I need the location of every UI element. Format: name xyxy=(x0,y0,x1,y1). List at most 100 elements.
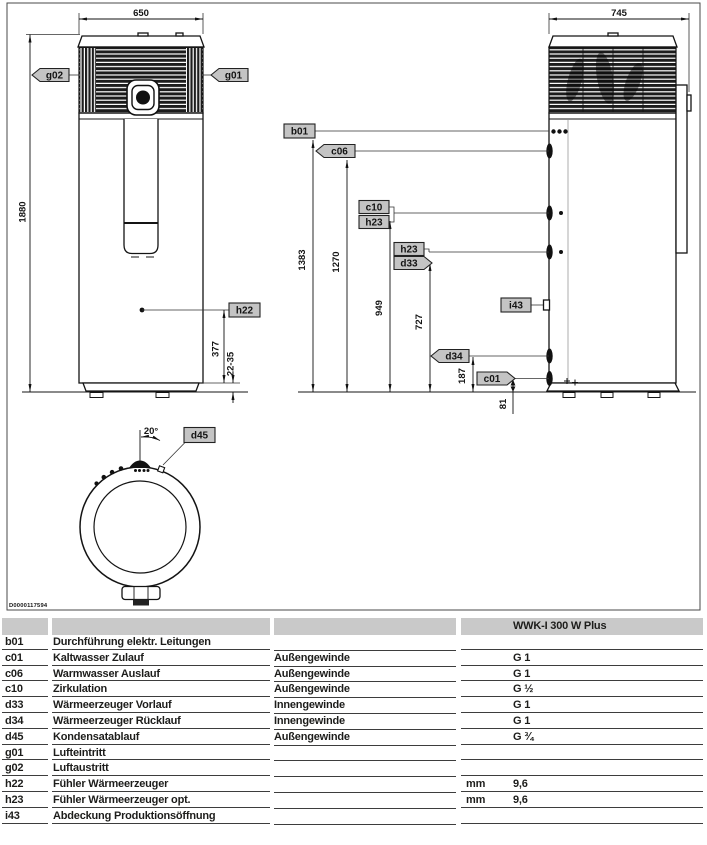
row-thread: Außengewinde xyxy=(274,730,456,746)
row-id: g01 xyxy=(2,746,48,761)
dim-angle: 20° xyxy=(144,426,159,437)
side-lid xyxy=(548,35,678,48)
dim-949: 949 xyxy=(374,300,385,316)
row-thread: Innengewinde xyxy=(274,698,456,714)
front-dimensions: 650 1880 377 22-35 xyxy=(18,8,240,403)
dimension-drawing: 650 1880 377 22-35 g02 g01 h22 xyxy=(6,2,701,611)
callout-c01-flag xyxy=(476,371,516,386)
table-row: g01 Lufteintritt xyxy=(2,746,703,762)
callout-h22-box xyxy=(228,302,261,318)
dim-187: 187 xyxy=(457,368,468,384)
dim-side-depth: 745 xyxy=(611,8,628,19)
row-desc: Luftaustritt xyxy=(52,761,270,777)
fan-blades xyxy=(566,52,643,104)
row-value-cell: G ¾ xyxy=(461,730,703,745)
row-unit: mm xyxy=(466,778,486,791)
dim-81: 81 xyxy=(498,398,509,409)
callout-i43: i43 xyxy=(509,301,523,312)
row-value: G ¾ xyxy=(513,730,534,743)
connection-spec-table: WWK-I 300 W Plus b01 Durchführung elektr… xyxy=(2,618,703,825)
row-thread xyxy=(274,809,456,825)
callout-i43-box xyxy=(500,297,532,313)
row-thread xyxy=(274,635,456,651)
row-id: d34 xyxy=(2,714,48,729)
row-desc: Kaltwasser Zulauf xyxy=(52,651,270,666)
header-product-cell: WWK-I 300 W Plus xyxy=(461,618,703,635)
callout-b01-box xyxy=(283,123,316,139)
side-air-grille xyxy=(548,46,677,114)
row-thread xyxy=(274,793,456,809)
front-view xyxy=(22,32,248,398)
callout-c01: c01 xyxy=(484,374,501,385)
front-callouts: g02 g01 h22 xyxy=(31,67,261,318)
top-view: 20° d45 xyxy=(79,426,216,606)
row-thread: Außengewinde xyxy=(274,682,456,699)
callout-g01-flag xyxy=(210,67,249,83)
header-thread-cell xyxy=(274,618,456,635)
top-view-foot xyxy=(121,585,161,606)
header-desc-cell xyxy=(52,618,270,635)
row-id: d45 xyxy=(2,730,48,745)
i43-cover-tab xyxy=(542,299,551,311)
row-value-cell xyxy=(461,809,703,824)
row-value-cell: G 1 xyxy=(461,651,703,666)
row-id: i43 xyxy=(2,809,48,824)
row-desc: Kondensatablauf xyxy=(52,730,270,745)
row-value-cell xyxy=(461,635,703,650)
side-dimensions: 745 1383 1270 949 727 187 81 xyxy=(297,8,690,414)
callout-g02: g02 xyxy=(46,71,64,82)
top-connector-mound xyxy=(129,460,151,468)
dim-front-width: 650 xyxy=(133,8,149,19)
callout-c10: c10 xyxy=(366,203,383,214)
callout-d33-flag xyxy=(393,255,433,271)
row-value-cell xyxy=(461,746,703,761)
table-row: d45 Kondensatablauf Außengewinde G ¾ xyxy=(2,730,703,746)
table-row: d34 Wärmeerzeuger Rücklauf Innengewinde … xyxy=(2,714,703,730)
row-value-cell xyxy=(461,761,703,777)
dim-sensor-height: 377 xyxy=(211,341,222,357)
row-thread xyxy=(274,746,456,762)
front-control-panel xyxy=(123,119,159,258)
row-value: G 1 xyxy=(513,699,531,712)
callout-c06: c06 xyxy=(331,147,348,158)
row-desc: Fühler Wärmeerzeuger xyxy=(52,777,270,792)
table-row: g02 Luftaustritt xyxy=(2,761,703,778)
dim-1270: 1270 xyxy=(331,251,342,272)
row-value-cell: G 1 xyxy=(461,714,703,729)
row-desc: Lufteintritt xyxy=(52,746,270,761)
dim-1383: 1383 xyxy=(297,249,308,270)
row-value: G 1 xyxy=(513,667,531,680)
row-id: c01 xyxy=(2,651,48,666)
table-row: b01 Durchführung elektr. Leitungen xyxy=(2,635,703,651)
row-value-cell: mm 9,6 xyxy=(461,777,703,792)
callout-h22: h22 xyxy=(236,306,254,317)
row-thread xyxy=(274,761,456,778)
header-id-cell xyxy=(2,618,48,635)
callout-d45: d45 xyxy=(191,431,209,442)
row-value: 9,6 xyxy=(513,778,528,791)
table-row: i43 Abdeckung Produktionsöffnung xyxy=(2,809,703,825)
row-thread: Außengewinde xyxy=(274,667,456,683)
dim-727: 727 xyxy=(414,314,425,330)
table-row: c06 Warmwasser Auslauf Außengewinde G 1 xyxy=(2,667,703,683)
front-lid xyxy=(77,35,205,48)
row-desc: Abdeckung Produktionsöffnung xyxy=(52,809,270,824)
row-id: c10 xyxy=(2,682,48,698)
row-desc: Wärmeerzeuger Vorlauf xyxy=(52,698,270,713)
row-id: h23 xyxy=(2,793,48,808)
d45-connector-tab xyxy=(156,465,166,474)
row-value: G 1 xyxy=(513,714,531,727)
document-number: D0000117594 xyxy=(9,603,48,609)
row-id: b01 xyxy=(2,635,48,650)
row-thread xyxy=(274,777,456,793)
row-id: d33 xyxy=(2,698,48,713)
row-thread: Innengewinde xyxy=(274,714,456,730)
drawing-frame xyxy=(6,2,701,611)
callout-d34: d34 xyxy=(445,352,463,363)
dim-feet-range: 22-35 xyxy=(226,351,237,376)
side-view xyxy=(298,32,696,398)
dim-front-height: 1880 xyxy=(18,201,29,222)
